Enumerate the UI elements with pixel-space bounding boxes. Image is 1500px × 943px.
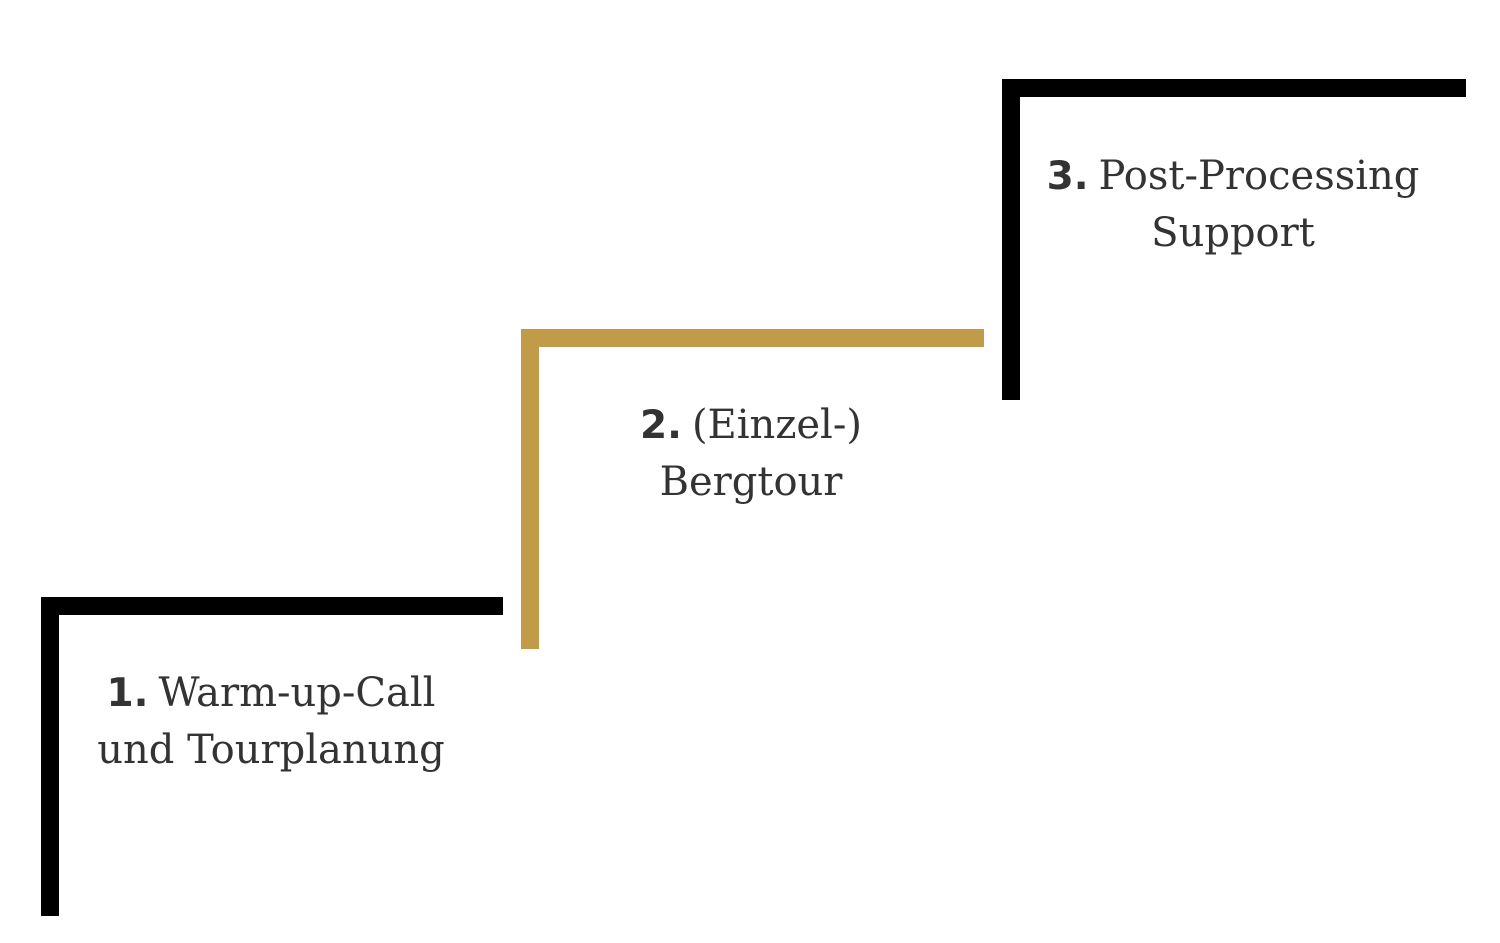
step-1-label: 1.Warm-up-Call und Tourplanung	[59, 665, 483, 778]
step-2-line2: Bergtour	[659, 459, 843, 505]
step-3-number: 3.	[1046, 154, 1089, 199]
step-1-side-bar	[41, 597, 59, 916]
step-2-side-bar	[521, 329, 539, 649]
step-1-line2: und Tourplanung	[97, 727, 445, 773]
step-3-side-bar	[1002, 79, 1020, 400]
step-3-label: 3.Post-Processing Support	[1020, 148, 1446, 261]
step-1-line1: Warm-up-Call	[158, 670, 436, 716]
step-3: 3.Post-Processing Support	[1002, 79, 1466, 400]
step-3-top-bar	[1002, 79, 1466, 97]
step-3-line2: Support	[1151, 210, 1315, 256]
step-1: 1.Warm-up-Call und Tourplanung	[41, 597, 503, 916]
step-2-top-bar	[521, 329, 984, 347]
step-1-top-bar	[41, 597, 503, 615]
step-2-label: 2.(Einzel-) Bergtour	[539, 397, 963, 510]
step-2-line1: (Einzel-)	[691, 402, 862, 448]
step-1-number: 1.	[106, 671, 149, 716]
step-2-number: 2.	[640, 403, 682, 448]
step-3-line1: Post-Processing	[1098, 153, 1420, 199]
step-2: 2.(Einzel-) Bergtour	[521, 329, 984, 649]
